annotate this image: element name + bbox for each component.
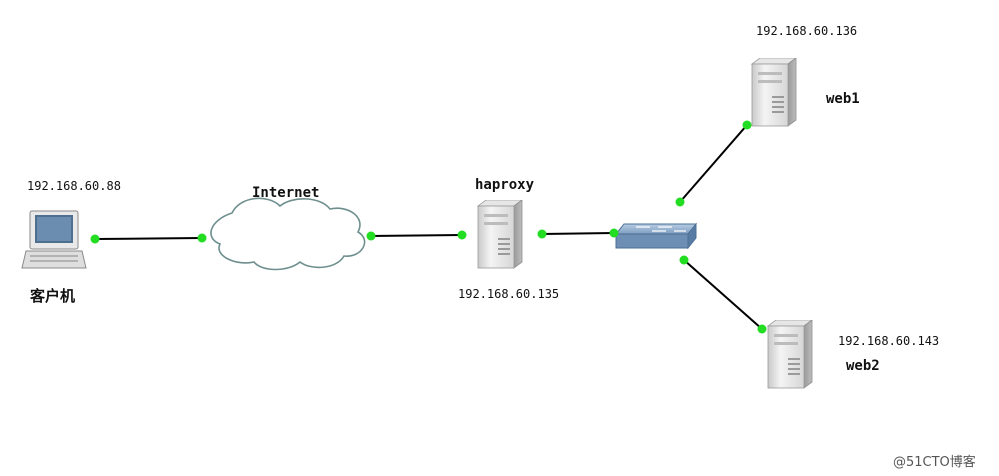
web1-ip-label: 192.168.60.136 [756,24,857,38]
cloud-icon [210,197,366,271]
link-dot [679,255,689,265]
link-haproxy-switch [541,232,615,235]
client-name-label: 客户机 [29,287,75,305]
web1-server-icon [751,58,797,127]
link-dot [197,233,207,243]
web1-name-label: web1 [826,91,860,107]
haproxy-ip-label: 192.168.60.135 [458,287,559,301]
web2-ip-label: 192.168.60.143 [838,334,939,348]
watermark-text: @51CTO博客 [893,454,976,470]
link-dot [675,197,685,207]
web2-name-label: web2 [846,358,880,374]
laptop-icon [21,210,87,269]
client-ip-label: 192.168.60.88 [27,179,121,193]
link-switch-web1 [679,124,748,203]
network-switch-icon [614,222,698,250]
link-dot [537,229,547,239]
link-dot [457,230,467,240]
internet-label: Internet [252,185,319,201]
link-dot [609,228,619,238]
link-client-internet [94,237,203,240]
links [94,124,763,330]
link-endpoints [90,120,767,334]
link-dot [742,120,752,130]
web2-server-icon [767,320,813,389]
link-internet-haproxy [370,234,463,237]
link-dot [90,234,100,244]
link-switch-web2 [683,259,763,330]
link-dot [757,324,767,334]
link-dot [366,231,376,241]
haproxy-name-label: haproxy [475,177,535,193]
haproxy-server-icon [477,200,523,269]
